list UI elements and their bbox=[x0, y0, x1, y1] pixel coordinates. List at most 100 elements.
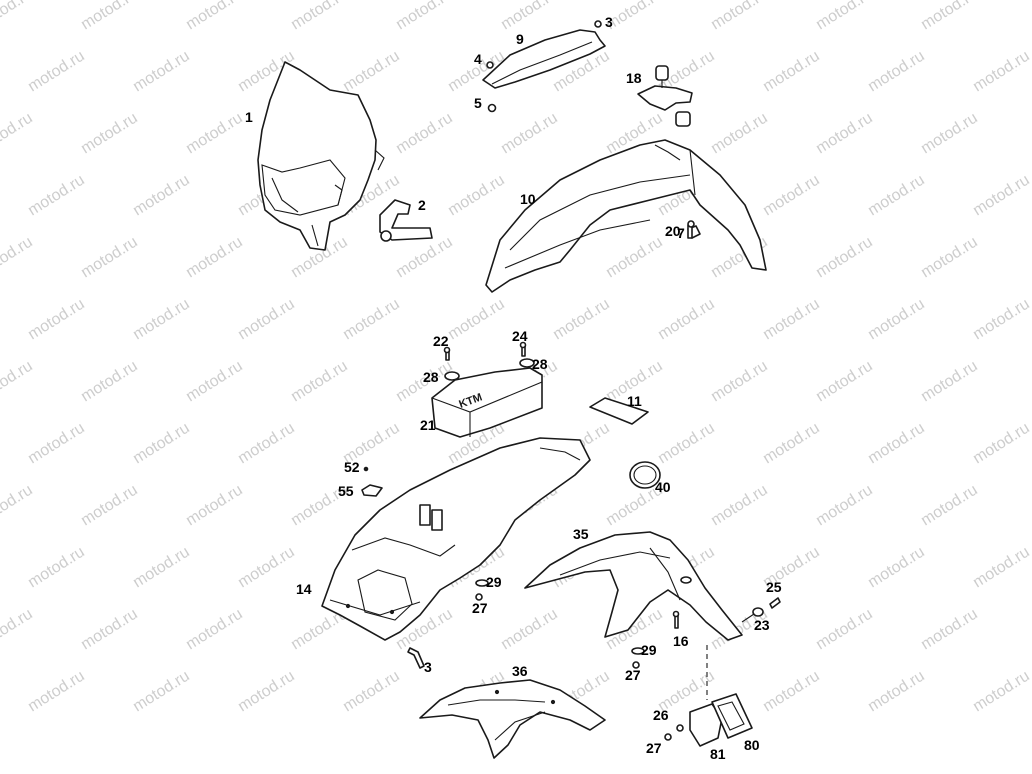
watermark-text: motod.ru bbox=[760, 296, 823, 344]
callout-25: 25 bbox=[766, 579, 782, 595]
headlight-clamp bbox=[379, 199, 433, 242]
front-fender bbox=[485, 139, 767, 293]
watermark-text: motod.ru bbox=[0, 234, 36, 282]
callout-26: 26 bbox=[653, 707, 669, 723]
watermark-text: motod.ru bbox=[78, 358, 141, 406]
watermark-text: motod.ru bbox=[235, 668, 298, 716]
watermark-text: motod.ru bbox=[0, 358, 36, 406]
watermark-text: motod.ru bbox=[130, 296, 193, 344]
watermark-text: motod.ru bbox=[918, 110, 981, 158]
watermark-text: motod.ru bbox=[25, 420, 88, 468]
callout-18: 18 bbox=[626, 70, 642, 86]
watermark-text: motod.ru bbox=[813, 606, 876, 654]
callout-80: 80 bbox=[744, 737, 760, 753]
callout-16: 16 bbox=[673, 633, 689, 649]
callout-36: 36 bbox=[512, 663, 528, 679]
callout-29-upper: 29 bbox=[486, 574, 502, 590]
callout-28-right: 28 bbox=[532, 356, 548, 372]
watermark-text: motod.ru bbox=[970, 544, 1032, 592]
license-plate-light-parts bbox=[664, 693, 753, 747]
watermark-text: motod.ru bbox=[603, 234, 666, 282]
watermark-text: motod.ru bbox=[970, 48, 1032, 96]
watermark-text: motod.ru bbox=[970, 420, 1032, 468]
callout-9: 9 bbox=[516, 31, 524, 47]
callout-40: 40 bbox=[655, 479, 671, 495]
callout-23: 23 bbox=[754, 617, 770, 633]
watermark-text: motod.ru bbox=[813, 110, 876, 158]
headlight-bracket bbox=[637, 65, 693, 127]
watermark-text: motod.ru bbox=[498, 110, 561, 158]
callout-20: 20 bbox=[665, 223, 681, 239]
callout-1: 1 bbox=[245, 109, 253, 125]
callout-10: 10 bbox=[520, 191, 536, 207]
watermark-text: motod.ru bbox=[235, 544, 298, 592]
watermark-text: motod.ru bbox=[813, 234, 876, 282]
decal-strip bbox=[589, 397, 649, 425]
watermark-text: motod.ru bbox=[760, 420, 823, 468]
watermark-text: motod.ru bbox=[918, 234, 981, 282]
callout-2: 2 bbox=[418, 197, 426, 213]
callout-27-upper: 27 bbox=[472, 600, 488, 616]
watermark-text: motod.ru bbox=[78, 482, 141, 530]
watermark-text: motod.ru bbox=[288, 358, 351, 406]
watermark-text: motod.ru bbox=[918, 482, 981, 530]
callout-4: 4 bbox=[474, 51, 482, 67]
lower-screw bbox=[407, 647, 425, 669]
callout-7: 7 bbox=[677, 225, 685, 241]
watermark-text: motod.ru bbox=[655, 296, 718, 344]
callout-55: 55 bbox=[338, 483, 354, 499]
watermark-text: motod.ru bbox=[498, 0, 561, 33]
watermark-text: motod.ru bbox=[918, 0, 981, 33]
watermark-text: motod.ru bbox=[130, 48, 193, 96]
watermark-layer: motod.ru motod.ru motod.ru motod.ru motod.ru… bbox=[0, 0, 1032, 715]
watermark-text: motod.ru bbox=[865, 296, 928, 344]
watermark-text: motod.ru bbox=[235, 296, 298, 344]
watermark-text: motod.ru bbox=[25, 544, 88, 592]
watermark-text: motod.ru bbox=[445, 296, 508, 344]
watermark-text: motod.ru bbox=[78, 0, 141, 33]
callout-29-lower: 29 bbox=[641, 642, 657, 658]
watermark-text: motod.ru bbox=[865, 172, 928, 220]
watermark-text: motod.ru bbox=[25, 296, 88, 344]
callout-52: 52 bbox=[344, 459, 360, 475]
watermark-text: motod.ru bbox=[0, 482, 36, 530]
watermark-text: motod.ru bbox=[25, 172, 88, 220]
watermark-text: motod.ru bbox=[865, 544, 928, 592]
watermark-text: motod.ru bbox=[78, 234, 141, 282]
watermark-text: motod.ru bbox=[760, 48, 823, 96]
watermark-text: motod.ru bbox=[235, 420, 298, 468]
callout-21: 21 bbox=[420, 417, 436, 433]
callout-labels: 1 2 3 4 5 9 18 10 20 7 22 24 28 28 21 11… bbox=[245, 14, 782, 762]
watermark-text: motod.ru bbox=[813, 358, 876, 406]
callout-11: 11 bbox=[627, 393, 642, 409]
rear-fender-fasteners bbox=[672, 597, 781, 629]
watermark-text: motod.ru bbox=[393, 110, 456, 158]
rear-fender bbox=[524, 531, 743, 641]
watermark-text: motod.ru bbox=[918, 606, 981, 654]
watermark-text: motod.ru bbox=[0, 606, 36, 654]
watermark-text: motod.ru bbox=[78, 606, 141, 654]
watermark-text: motod.ru bbox=[970, 172, 1032, 220]
watermark-text: motod.ru bbox=[445, 172, 508, 220]
watermark-text: motod.ru bbox=[25, 48, 88, 96]
callout-22: 22 bbox=[433, 333, 449, 349]
rubber-grommet bbox=[629, 461, 661, 489]
watermark-text: motod.ru bbox=[708, 0, 771, 33]
watermark-text: motod.ru bbox=[865, 48, 928, 96]
callout-28-left: 28 bbox=[423, 369, 439, 385]
watermark-text: motod.ru bbox=[130, 668, 193, 716]
watermark-text: motod.ru bbox=[813, 0, 876, 33]
callout-24: 24 bbox=[512, 328, 528, 344]
rear-fender-side-panel bbox=[321, 437, 591, 641]
watermark-text: motod.ru bbox=[970, 668, 1032, 716]
watermark-text: motod.ru bbox=[183, 110, 246, 158]
watermark-text: motod.ru bbox=[130, 172, 193, 220]
watermark-text: motod.ru bbox=[760, 668, 823, 716]
watermark-text: motod.ru bbox=[655, 420, 718, 468]
rear-number-plate-holder bbox=[419, 679, 606, 759]
watermark-text: motod.ru bbox=[708, 482, 771, 530]
watermark-text: motod.ru bbox=[130, 420, 193, 468]
watermark-text: motod.ru bbox=[393, 0, 456, 33]
